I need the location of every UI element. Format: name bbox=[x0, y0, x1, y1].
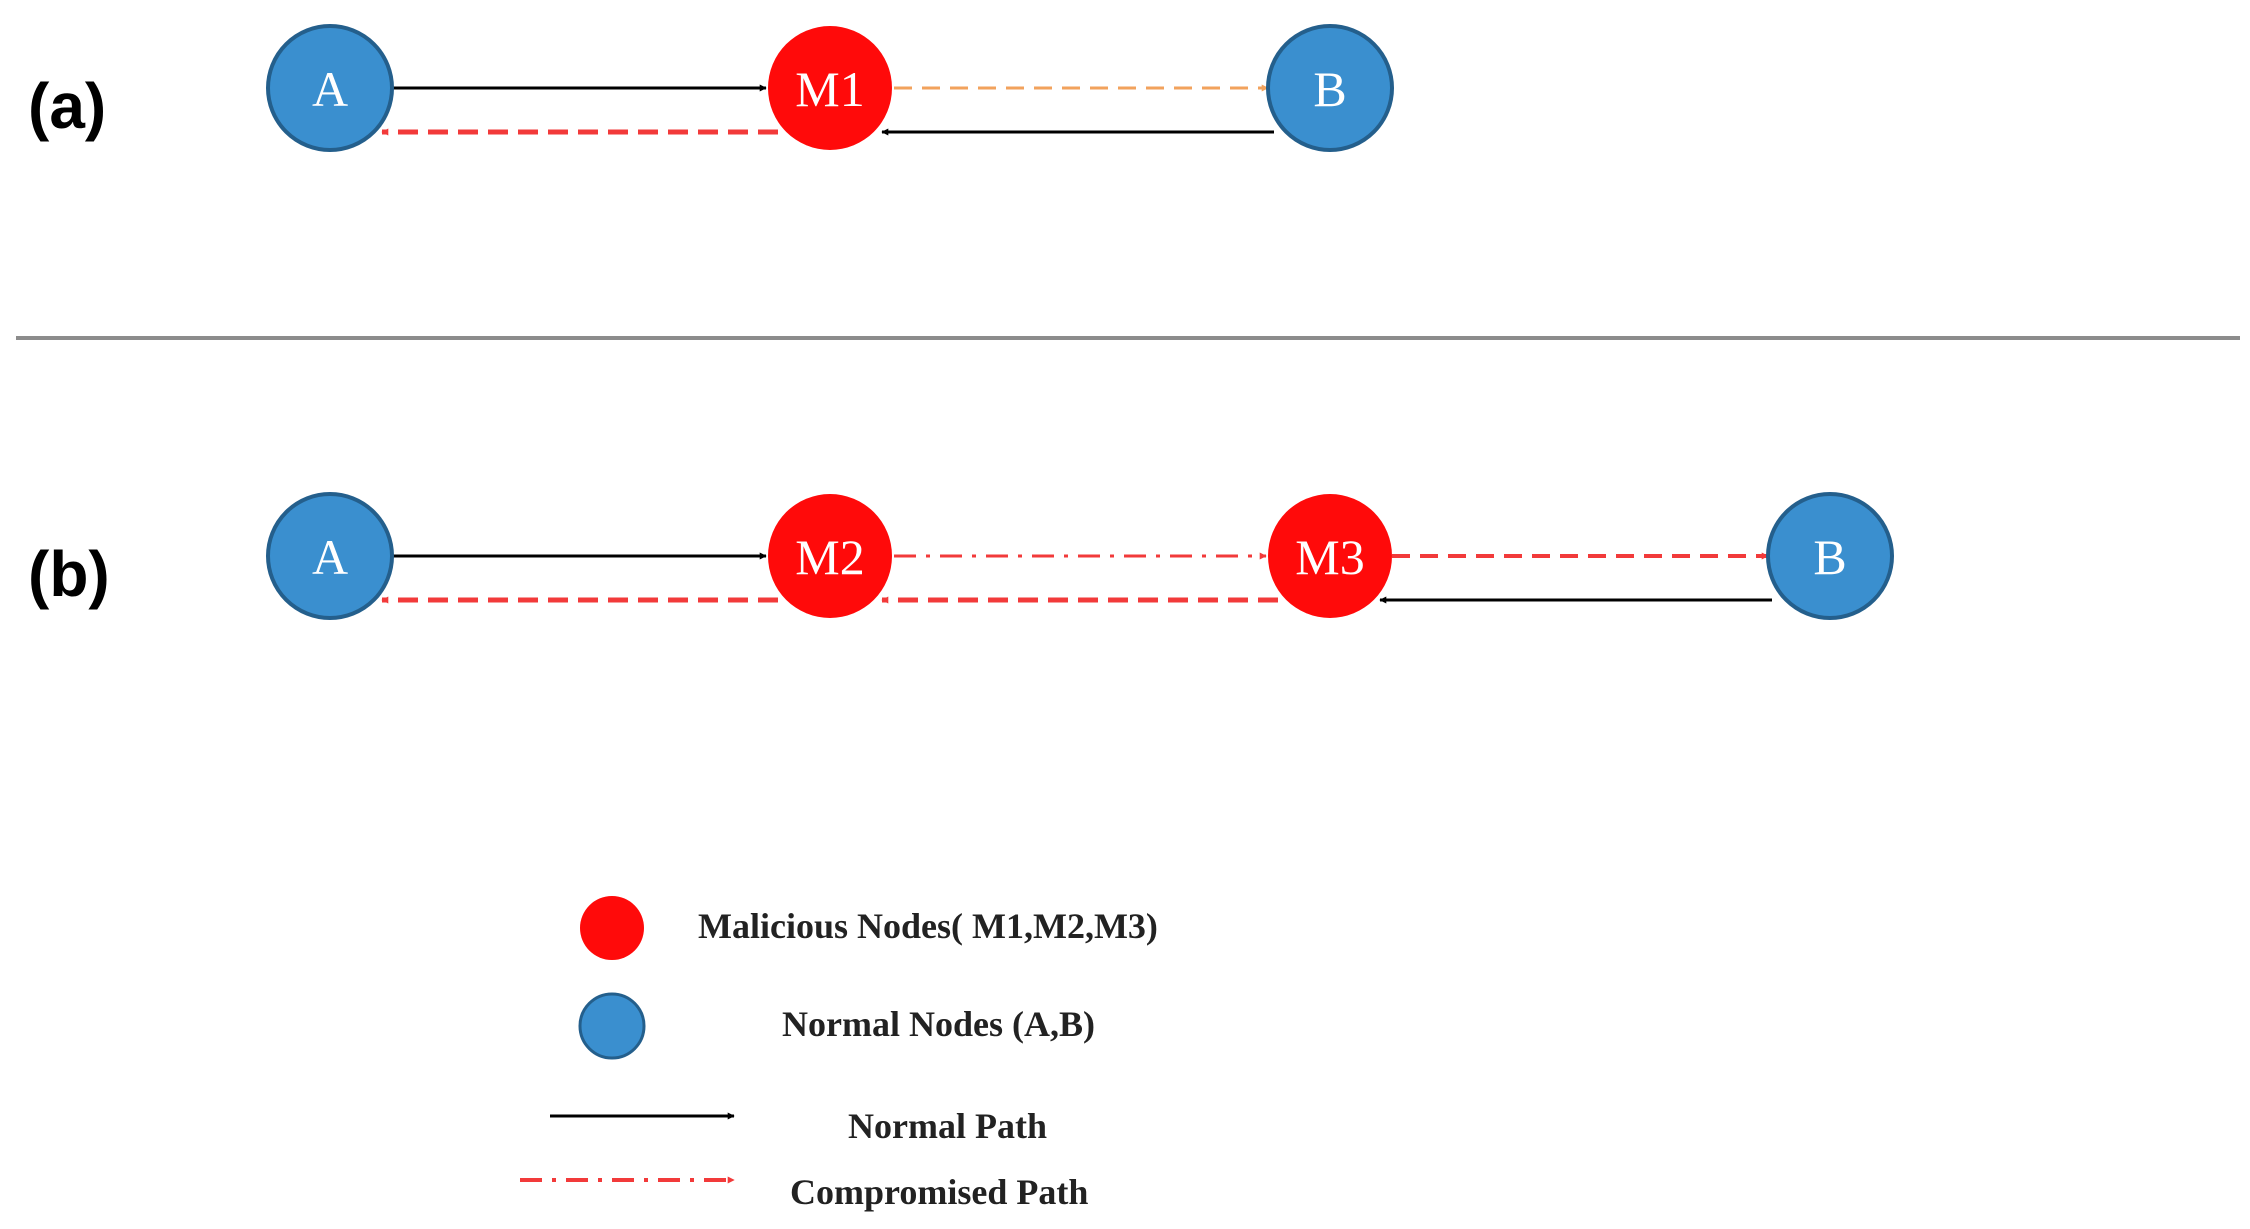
a-node-M1-label: M1 bbox=[795, 61, 864, 117]
legend-malicious-swatch bbox=[580, 896, 644, 960]
a-node-B-label: B bbox=[1313, 61, 1346, 117]
legend: Malicious Nodes( M1,M2,M3) Normal Nodes … bbox=[520, 896, 1158, 1212]
a-node-A bbox=[266, 24, 394, 152]
b-node-B-label: B bbox=[1813, 529, 1846, 585]
panel-a-label: (a) bbox=[28, 70, 106, 142]
a-node-B bbox=[1266, 24, 1394, 152]
b-node-A-label: A bbox=[312, 529, 348, 585]
b-node-B bbox=[1766, 492, 1894, 620]
b-node-M3-label: M3 bbox=[1295, 529, 1364, 585]
b-node-M2 bbox=[768, 494, 892, 618]
legend-compromised-path-label: Compromised Path bbox=[790, 1172, 1088, 1212]
b-node-M2-label: M2 bbox=[795, 529, 864, 585]
legend-normal-swatch bbox=[578, 992, 646, 1060]
b-node-A bbox=[266, 492, 394, 620]
legend-normal-label: Normal Nodes (A,B) bbox=[782, 1004, 1095, 1044]
legend-normal-path-label: Normal Path bbox=[848, 1106, 1047, 1146]
b-node-M3 bbox=[1268, 494, 1392, 618]
a-node-M1 bbox=[768, 26, 892, 150]
a-node-A-label: A bbox=[312, 61, 348, 117]
legend-malicious-label: Malicious Nodes( M1,M2,M3) bbox=[698, 906, 1158, 946]
panel-b: (b) A M2 M3 B bbox=[28, 492, 1894, 620]
panel-a: (a) A M1 B bbox=[28, 24, 1394, 152]
panel-b-label: (b) bbox=[28, 538, 110, 610]
